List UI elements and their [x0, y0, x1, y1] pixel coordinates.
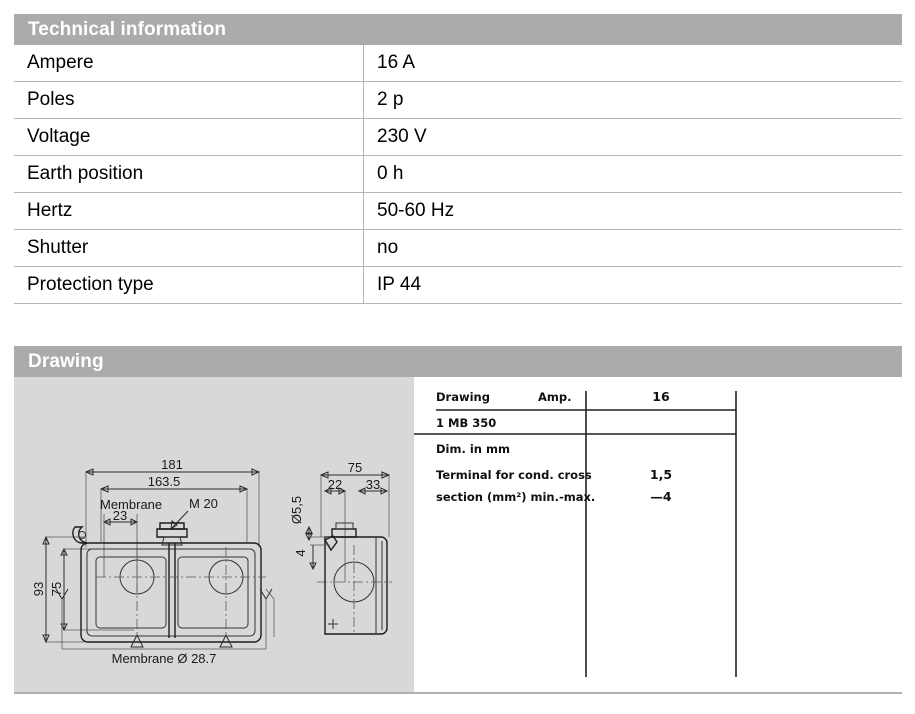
table-row: Voltage 230 V — [14, 118, 902, 156]
spec-terminal-value-line1: 1,5 — [650, 467, 672, 482]
drawing-header: Drawing — [14, 346, 902, 377]
table-row: Protection type IP 44 — [14, 266, 902, 304]
row-label-protection-type: Protection type — [14, 266, 364, 304]
spec-amp-value: 16 — [652, 389, 670, 404]
table-row: Poles 2 p — [14, 81, 902, 119]
row-value-poles: 2 p — [363, 81, 902, 119]
drawing-body: 181 163.5 Membrane 23 M 20 — [14, 377, 902, 694]
spec-terminal-line1: Terminal for cond. cross — [436, 468, 592, 482]
row-label-earth-position: Earth position — [14, 155, 364, 193]
row-value-hertz: 50-60 Hz — [363, 192, 902, 230]
spec-title-line2: 1 MB 350 — [436, 416, 496, 430]
row-value-voltage: 230 V — [363, 118, 902, 156]
row-label-ampere: Ampere — [14, 45, 364, 82]
technical-information-header: Technical information — [14, 14, 902, 45]
row-value-earth-position: 0 h — [363, 155, 902, 193]
dim-depth-total: 75 — [348, 460, 362, 475]
row-value-shutter: no — [363, 229, 902, 267]
label-membrane-diameter: Membrane Ø 28.7 — [112, 651, 217, 666]
table-row: Earth position 0 h — [14, 155, 902, 193]
label-thread-m20: M 20 — [189, 496, 218, 511]
technical-drawing-image: 181 163.5 Membrane 23 M 20 — [14, 377, 414, 692]
row-label-shutter: Shutter — [14, 229, 364, 267]
row-value-protection-type: IP 44 — [363, 266, 902, 304]
row-label-hertz: Hertz — [14, 192, 364, 230]
dim-depth-front: 22 — [328, 477, 342, 492]
dim-overall-width: 181 — [161, 457, 183, 472]
spec-dim-note: Dim. in mm — [436, 442, 510, 456]
row-label-poles: Poles — [14, 81, 364, 119]
row-value-ampere: 16 A — [363, 45, 902, 82]
spec-title-line1: Drawing — [436, 390, 490, 404]
dim-inner-width: 163.5 — [148, 474, 181, 489]
table-row: Ampere 16 A — [14, 45, 902, 82]
spec-terminal-line2: section (mm²) min.-max. — [436, 490, 595, 504]
table-row: Shutter no — [14, 229, 902, 267]
dim-membrane-offset: 23 — [113, 508, 127, 523]
table-row: Hertz 50-60 Hz — [14, 192, 902, 230]
dim-small: 4 — [293, 549, 308, 556]
label-membrane: Membrane — [100, 497, 162, 512]
row-label-voltage: Voltage — [14, 118, 364, 156]
dim-hole-diameter: Ø5,5 — [289, 496, 304, 524]
technical-information-panel: Technical information Ampere 16 A Poles … — [14, 14, 902, 304]
spec-terminal-value-line2: —4 — [650, 489, 672, 504]
dim-height: 93 — [31, 582, 46, 596]
drawing-panel: Drawing 181 163.5 Membran — [14, 346, 902, 694]
drawing-spec-table: Drawing 1 MB 350 Dim. in mm Terminal for… — [414, 377, 902, 692]
dim-depth-back: 33 — [366, 477, 380, 492]
spec-amp-header: Amp. — [538, 390, 571, 404]
technical-information-table: Ampere 16 A Poles 2 p Voltage 230 V Eart… — [14, 45, 902, 304]
